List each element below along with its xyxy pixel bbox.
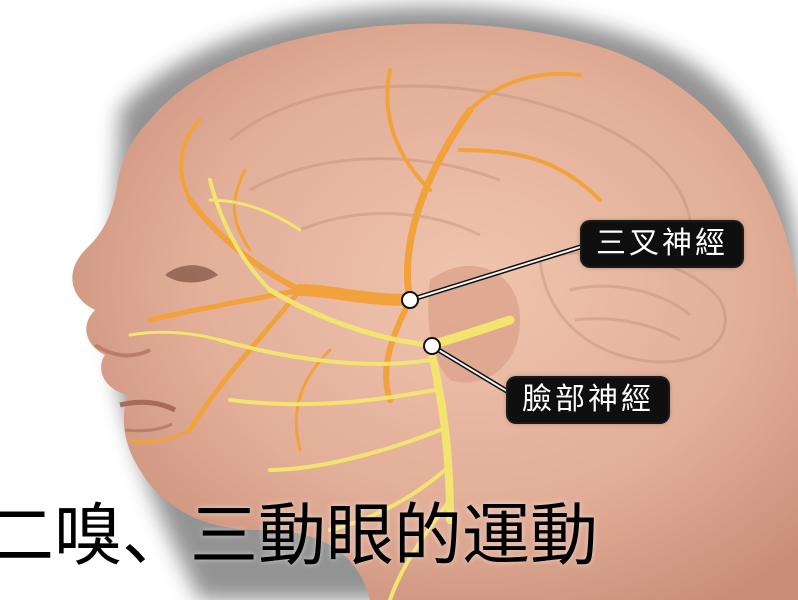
caption-text: 二嗅、三動眼的運動 xyxy=(0,492,798,582)
facial-nerve-label: 臉部神經 xyxy=(508,378,668,422)
trigeminal-nerve-label: 三叉神經 xyxy=(582,222,742,266)
trigeminal-pointer-dot xyxy=(402,292,418,308)
facial-pointer-dot xyxy=(424,338,440,354)
